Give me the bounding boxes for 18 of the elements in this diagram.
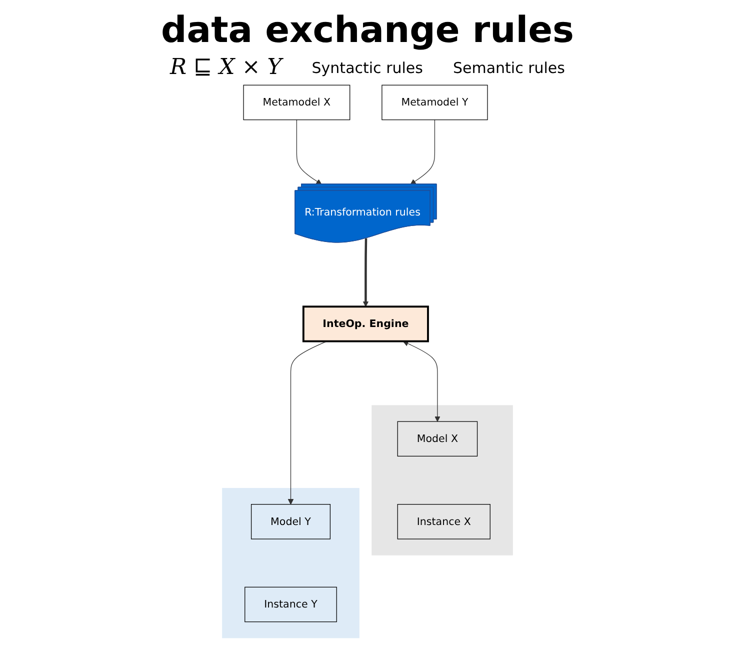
arrow xyxy=(296,119,322,185)
node-box: Model Y xyxy=(250,504,331,540)
node-box: Metamodel Y xyxy=(382,84,488,120)
node-box: Instance X xyxy=(397,504,490,540)
arrow xyxy=(402,340,440,422)
formula-text: R ⊑ X × Y xyxy=(170,55,282,80)
arrow xyxy=(410,119,436,185)
node-box: Metamodel X xyxy=(243,84,350,120)
arrow xyxy=(288,340,328,505)
node-box: Instance Y xyxy=(244,586,337,622)
cluster xyxy=(372,405,513,556)
note-text: Semantic rules xyxy=(452,58,565,76)
cluster xyxy=(222,488,360,638)
title: data exchange rules xyxy=(161,10,574,51)
node-box: InteOp. Engine xyxy=(302,306,429,342)
note-text: Syntactic rules xyxy=(312,58,423,76)
arrow xyxy=(362,238,369,307)
node-box: Model X xyxy=(397,421,478,456)
